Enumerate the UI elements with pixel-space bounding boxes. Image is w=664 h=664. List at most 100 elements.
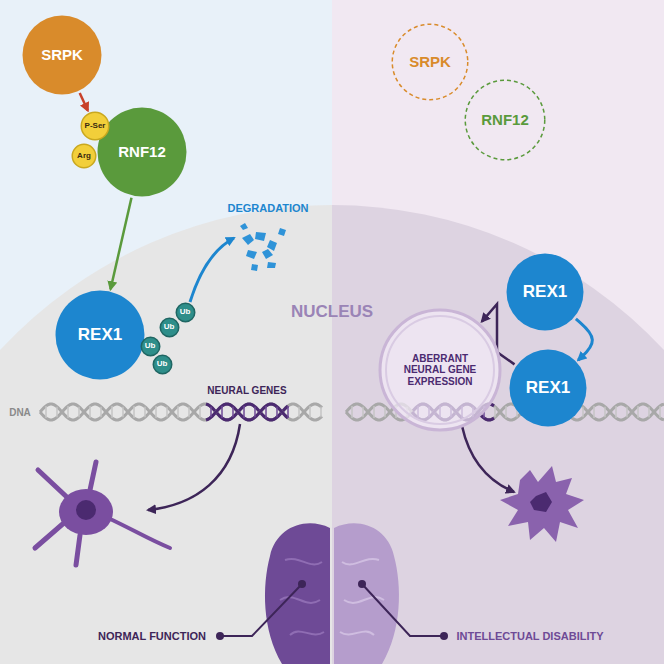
dna-rung — [362, 407, 364, 417]
circle-shape — [510, 350, 587, 427]
circle-shape — [380, 310, 500, 430]
circle-shape — [72, 144, 96, 168]
neuron-nucleus — [530, 492, 552, 512]
fragment — [251, 264, 258, 271]
node-text: REX1 — [526, 378, 570, 397]
protein-fragments — [240, 223, 286, 271]
node-circle: Arg — [71, 143, 97, 169]
circle-shape — [153, 355, 172, 374]
dna-rung — [67, 406, 69, 418]
node-text: RNF12 — [118, 144, 166, 161]
fold — [290, 631, 324, 635]
left-background — [0, 0, 332, 664]
node-text: Ub — [180, 308, 191, 317]
node-circle: ABERRANT NEURAL GENE EXPRESSION — [378, 308, 502, 432]
node-label: REX1 — [78, 325, 122, 344]
dna-strand — [40, 404, 322, 420]
dna-rung — [210, 407, 212, 417]
neuron-body — [59, 489, 113, 535]
dna-rung — [659, 406, 661, 418]
node-text: P-Ser — [85, 122, 106, 131]
dna-rung — [320, 407, 322, 417]
leader-line — [222, 584, 442, 636]
text-label: NUCLEUS — [291, 302, 373, 322]
node-label: Ub — [157, 360, 168, 369]
right-background — [332, 0, 664, 664]
expression-arrow — [462, 426, 514, 492]
connector-arrow — [80, 93, 88, 110]
node-circle: SRPK — [22, 15, 102, 95]
dna-rung — [351, 406, 353, 418]
node-circle: SRPK — [391, 23, 469, 101]
node-label: REX1 — [526, 378, 570, 397]
circle-shape — [23, 16, 102, 95]
dna-rung — [199, 406, 201, 418]
dna-rung — [309, 406, 311, 418]
dna-rung — [593, 406, 595, 418]
text-label: DNA — [9, 407, 31, 418]
dna-rung — [56, 407, 58, 417]
leader-dot — [298, 580, 306, 588]
dna-rung — [505, 406, 507, 418]
node-circle: P-Ser — [80, 111, 110, 141]
dna-rung — [122, 407, 124, 417]
dna-rung — [604, 407, 606, 417]
dna-rung — [111, 406, 113, 418]
circle-shape — [81, 112, 109, 140]
node-text: RNF12 — [481, 112, 529, 129]
circle-shape — [176, 303, 195, 322]
dendrite — [90, 462, 96, 490]
node-text: ABERRANT NEURAL GENE EXPRESSION — [394, 353, 486, 387]
dna-rung — [133, 406, 135, 418]
node-text: REX1 — [78, 325, 122, 344]
node-label: P-Ser — [85, 122, 106, 131]
node-label: REX1 — [523, 282, 567, 301]
circle-shape — [56, 291, 145, 380]
brain-folds — [280, 559, 324, 635]
node-label: SRPK — [41, 47, 83, 64]
leader-dot — [358, 580, 366, 588]
leader-dots — [216, 580, 448, 640]
dna-rung — [287, 406, 289, 418]
node-label: Ub — [180, 308, 191, 317]
circle-shape — [392, 24, 468, 100]
node-text: Ub — [145, 342, 156, 351]
dna-rung — [166, 407, 168, 417]
dna-rung — [232, 407, 234, 417]
brain-right-hemisphere — [334, 523, 399, 664]
healthy-neuron — [35, 462, 170, 565]
dna-rung — [78, 407, 80, 417]
dna-rung — [177, 406, 179, 418]
node-circle: REX1 — [55, 290, 145, 380]
node-circle: REX1 — [506, 253, 584, 331]
dna-rung — [373, 406, 375, 418]
gene-strand — [206, 404, 288, 420]
neuron-nucleus — [76, 500, 96, 520]
node-circle: RNF12 — [464, 79, 546, 161]
dna-rung — [100, 407, 102, 417]
connector-arrow — [576, 319, 592, 360]
dna-rung — [648, 407, 650, 417]
dna-rung — [626, 407, 628, 417]
fragment — [246, 250, 257, 259]
leader-dot — [440, 632, 448, 640]
node-circle: Ub — [152, 354, 173, 375]
degradation-arrow — [190, 238, 234, 302]
text-label: INTELLECTUAL DISABILITY — [456, 630, 603, 642]
leader-line — [222, 584, 302, 636]
dna-rung — [298, 407, 300, 417]
node-label: ABERRANT NEURAL GENE EXPRESSION — [394, 353, 486, 387]
nucleus-left — [0, 205, 332, 664]
node-label: RNF12 — [481, 112, 529, 129]
circle-shape — [507, 254, 584, 331]
dna-rung — [582, 407, 584, 417]
dna-rung — [615, 406, 617, 418]
fragment — [240, 223, 248, 230]
fragment — [262, 249, 273, 259]
circle-ring — [386, 316, 494, 424]
fold — [342, 559, 379, 564]
node-circle: Ub — [140, 336, 161, 357]
brain-folds — [340, 559, 384, 635]
circle-shape — [465, 80, 545, 160]
node-circle: RNF12 — [97, 107, 187, 197]
